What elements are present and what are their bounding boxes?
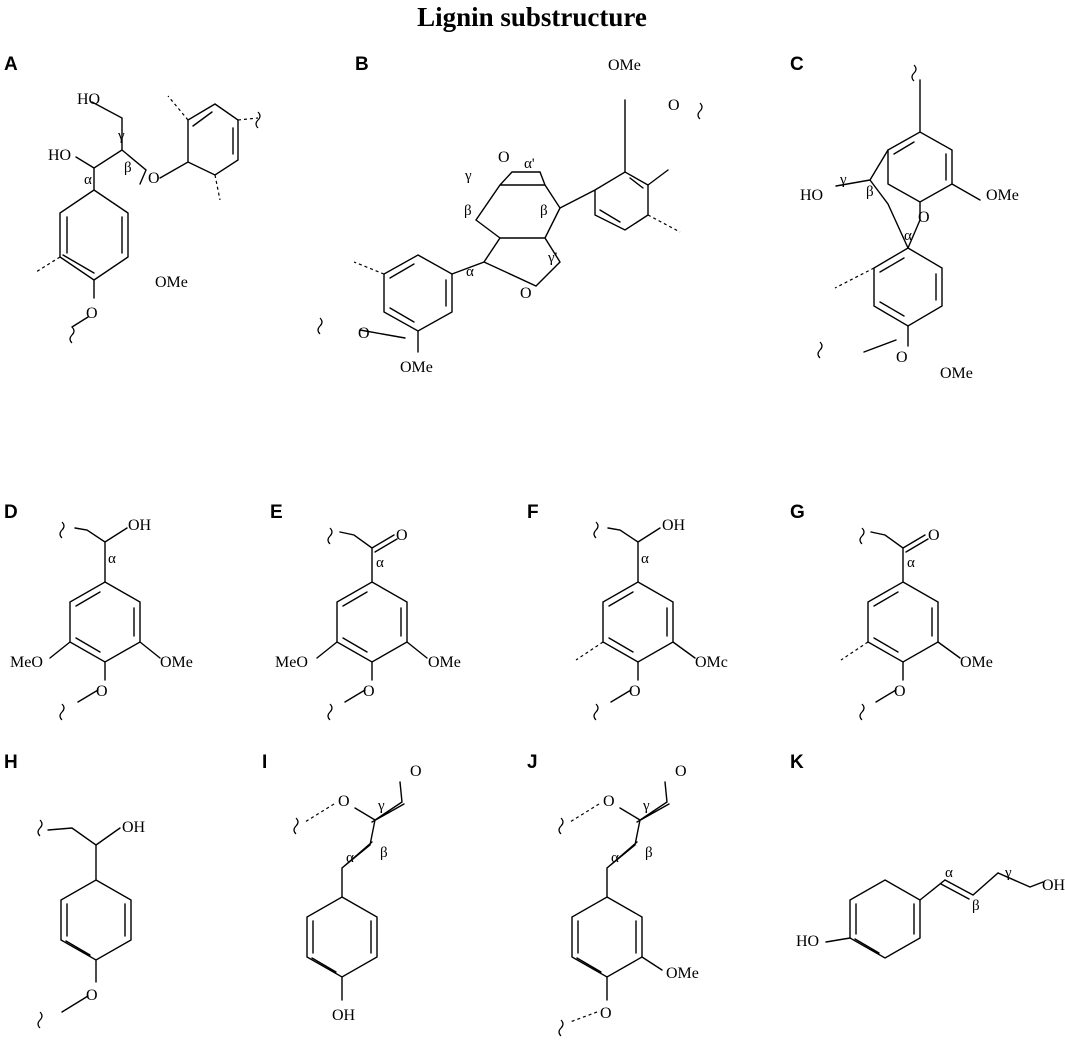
k-beta: β	[972, 898, 980, 914]
c-beta: β	[866, 184, 874, 200]
b-o-upper: O	[498, 149, 510, 166]
a-o4: O	[86, 305, 98, 322]
e-alpha: α	[376, 555, 384, 571]
j-o4: O	[600, 1005, 612, 1022]
structure-e: O O MeO OMe α	[275, 527, 461, 721]
panel-label-h: H	[4, 752, 18, 773]
c-o4: O	[896, 349, 908, 366]
h-o4: O	[86, 987, 98, 1004]
e-ome: OMe	[428, 654, 461, 671]
e-o-carbonyl: O	[396, 527, 408, 544]
a-ether-o: O	[148, 170, 160, 187]
k-gamma: γ	[1004, 865, 1012, 881]
structure-c: HO O O OMe OMe α β γ	[800, 64, 1019, 382]
panel-label-e: E	[270, 502, 283, 523]
panel-label-f: F	[527, 502, 539, 523]
f-omc: OMc	[695, 654, 728, 671]
i-beta: β	[380, 845, 388, 861]
structure-b: O O O O OMe OMe α' α β β γ γ'	[317, 57, 703, 376]
c-alpha: α	[904, 228, 912, 244]
i-oh: OH	[332, 1007, 356, 1024]
c-o-ring: O	[918, 209, 930, 226]
a-ho-alpha: HO	[48, 147, 71, 164]
c-ome-upper: OMe	[986, 187, 1019, 204]
c-gamma: γ	[839, 172, 847, 188]
structure-g: O O OMe α	[840, 527, 993, 721]
b-gamma: γ	[464, 168, 472, 184]
b-alpha: α	[466, 264, 474, 280]
g-ome: OMe	[960, 654, 993, 671]
j-alpha: α	[611, 850, 619, 866]
panel-label-b: B	[355, 54, 369, 75]
b-o4p: O	[668, 97, 680, 114]
a-gamma: γ	[117, 128, 125, 144]
b-alpha-p: α'	[524, 156, 535, 172]
d-meo: MeO	[10, 654, 43, 671]
i-o-ester: O	[338, 793, 350, 810]
e-o4: O	[363, 683, 375, 700]
c-ho: HO	[800, 187, 823, 204]
structure-j: O O O OMe γ β α	[558, 763, 699, 1037]
b-beta-left: β	[464, 203, 472, 219]
b-ome-upper: OMe	[608, 57, 641, 74]
panel-label-c: C	[790, 54, 804, 75]
a-ho-gamma: HO	[77, 91, 100, 108]
a-ome: OMe	[155, 274, 188, 291]
b-gamma-p: γ'	[547, 250, 558, 266]
e-meo: MeO	[275, 654, 308, 671]
j-o-ester: O	[603, 793, 615, 810]
panel-label-a: A	[4, 54, 18, 75]
structure-f: OH O OMc α	[575, 517, 728, 721]
h-oh: OH	[122, 819, 146, 836]
b-ome-lower: OMe	[400, 359, 433, 376]
b-beta-right: β	[540, 203, 548, 219]
structure-i: O O OH γ β α	[293, 763, 422, 1024]
panel-label-k: K	[790, 752, 804, 773]
panel-label-g: G	[790, 502, 805, 523]
c-ome-lower: OMe	[940, 365, 973, 382]
f-o4: O	[629, 683, 641, 700]
i-gamma: γ	[377, 798, 385, 814]
f-oh: OH	[662, 517, 686, 534]
figure-title: Lignin substructure	[417, 2, 647, 32]
structure-a: HO HO O O OMe α β γ	[35, 91, 261, 344]
structure-h: OH O	[37, 819, 146, 1029]
j-ome: OMe	[666, 965, 699, 982]
j-gamma: γ	[642, 798, 650, 814]
d-o4: O	[96, 683, 108, 700]
b-o-lower: O	[520, 285, 532, 302]
d-ome: OMe	[160, 654, 193, 671]
g-o4: O	[894, 683, 906, 700]
structure-k: HO OH α β γ	[796, 865, 1065, 959]
d-alpha: α	[108, 551, 116, 567]
panel-label-i: I	[262, 752, 267, 773]
structure-d: OH O MeO OMe α	[10, 517, 193, 721]
j-o-carbonyl: O	[675, 763, 687, 780]
g-alpha: α	[907, 555, 915, 571]
k-oh: OH	[1042, 877, 1065, 894]
i-alpha: α	[346, 850, 354, 866]
j-beta: β	[645, 845, 653, 861]
b-o4: O	[358, 325, 370, 342]
k-ho: HO	[796, 933, 819, 950]
panel-label-j: J	[527, 752, 538, 773]
d-oh: OH	[128, 517, 152, 534]
f-alpha: α	[641, 551, 649, 567]
panel-label-d: D	[4, 502, 18, 523]
a-alpha: α	[84, 172, 92, 188]
k-alpha: α	[945, 865, 953, 881]
a-beta: β	[124, 160, 132, 176]
g-o-carbonyl: O	[928, 527, 940, 544]
i-o-carbonyl: O	[410, 763, 422, 780]
